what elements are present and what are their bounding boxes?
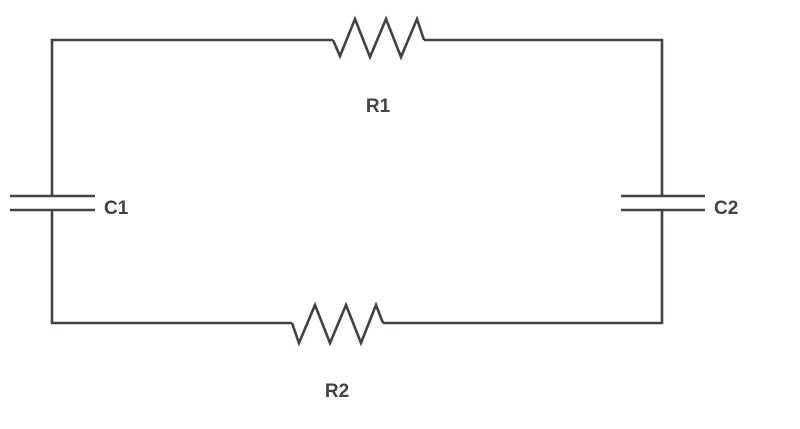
label-c1: C1 <box>104 198 129 219</box>
resistor-r2-symbol <box>290 301 385 347</box>
wire-top-right <box>424 38 664 196</box>
wire-bottom-left <box>50 210 292 325</box>
label-c2: C2 <box>714 198 738 219</box>
resistor-r1-symbol <box>331 15 426 61</box>
capacitor-c1-symbol <box>10 194 95 212</box>
wire-right-bottom <box>383 210 664 325</box>
label-r1: R1 <box>366 96 391 117</box>
label-r2: R2 <box>325 381 349 402</box>
capacitor-c2-symbol <box>621 194 705 212</box>
wire-top-left <box>50 38 333 196</box>
